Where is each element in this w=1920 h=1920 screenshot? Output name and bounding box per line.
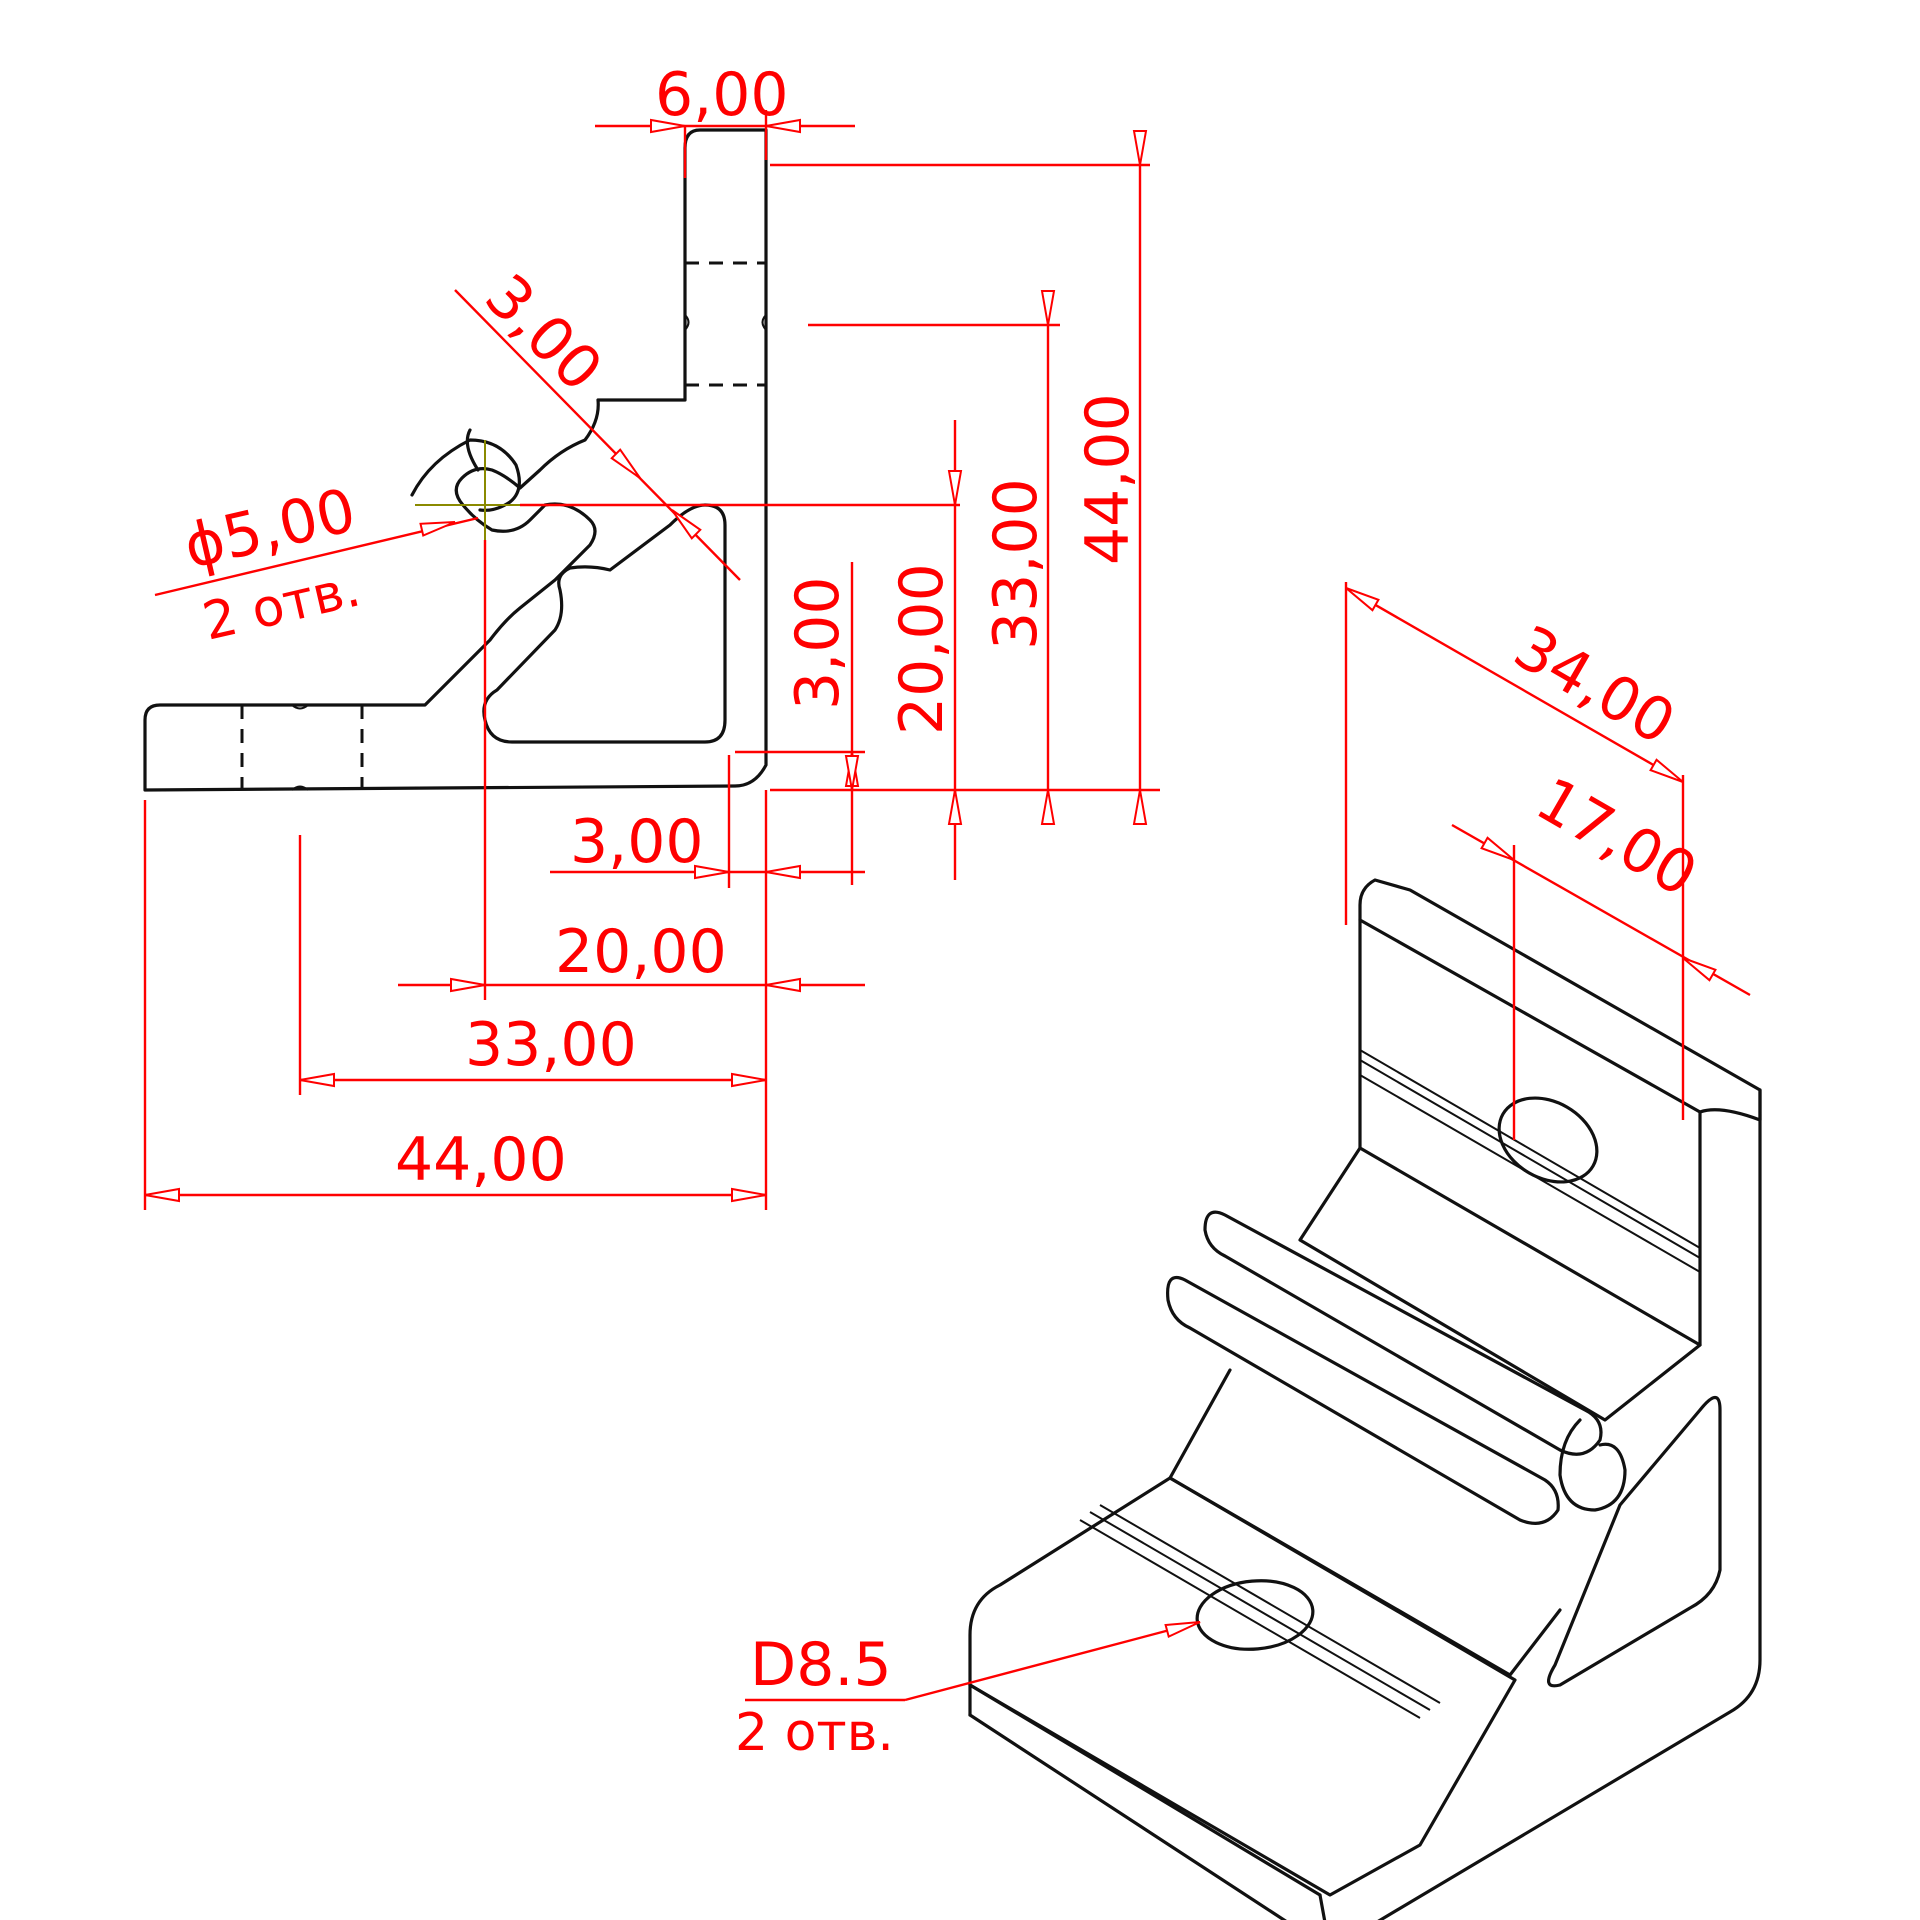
dimension-arrow (1041, 290, 1055, 326)
iso-inner-web (1298, 1146, 1702, 1422)
dimension-arrow (765, 865, 801, 879)
hook-feature (410, 428, 521, 512)
dimension-arrow (948, 789, 962, 825)
dimension-arrow (610, 448, 646, 484)
dimension-arrow (731, 1073, 767, 1087)
iso-rail-upper (1203, 1210, 1603, 1456)
dimension-arrow (1041, 789, 1055, 825)
iso-wall-groove (1359, 1049, 1701, 1249)
dimension-arrow (1133, 789, 1147, 825)
dim-label-iso-hole-position: 17,00 (1525, 764, 1709, 911)
iso-hole-upper (1497, 1096, 1599, 1184)
vertical-leg-notch (684, 314, 767, 331)
iso-base-groove (1089, 1511, 1431, 1711)
dim-label-fillet-radius: 3,00 (471, 261, 615, 405)
dim-label-height-overall: 44,00 (1073, 393, 1143, 565)
dim-label-width-33: 33,00 (465, 1010, 637, 1080)
dimension-arrow (1649, 758, 1687, 789)
dim-label-height-33: 33,00 (981, 478, 1051, 650)
dimension-arrow (450, 978, 486, 992)
iso-wall-groove (1359, 1059, 1701, 1259)
iso-inner-pocket (1547, 1395, 1722, 1688)
iso-base-edge (968, 1683, 1322, 1897)
dim-label-iso-hole-count: 2 отв. (735, 1703, 894, 1763)
iso-view (968, 878, 1762, 1920)
dim-label-height-3: 3,00 (783, 576, 853, 710)
iso-base-front-edge (1318, 1893, 1327, 1920)
iso-hole-lower (1195, 1579, 1315, 1651)
horizontal-leg-notch (291, 704, 309, 791)
iso-base-groove (1099, 1504, 1441, 1704)
iso-wall-right-edge (1377, 1088, 1762, 1920)
front-view-dimensions: 6,00 3,00 ϕ5,00 2 отв. 44,00 33,00 20,00 (143, 60, 1160, 1210)
iso-vertical-wall (1358, 918, 1702, 1347)
iso-base-plate (968, 1476, 1517, 1897)
dim-label-width-20: 20,00 (555, 917, 727, 987)
inner-pocket (482, 503, 727, 744)
iso-hook-curl (1558, 1418, 1627, 1512)
front-view (143, 128, 768, 792)
dimension-arrow (765, 978, 801, 992)
dim-label-height-20: 20,00 (887, 563, 957, 735)
dimension-arrow (144, 1188, 180, 1202)
dimension-arrow (1342, 581, 1380, 612)
dimension-arrow (419, 515, 458, 537)
dimension-arrow (948, 470, 962, 506)
bracket-profile-outline (143, 128, 768, 792)
dimension-arrow (1133, 130, 1147, 166)
iso-view-dimensions: 34,00 17,00 D8.5 2 отв. (735, 581, 1751, 1763)
iso-base-bottom-edge (968, 1713, 1287, 1920)
dimension-arrow (731, 1188, 767, 1202)
dim-label-top-width: 6,00 (655, 60, 789, 130)
dim-label-iso-length: 34,00 (1503, 612, 1687, 759)
dim-label-width-3: 3,00 (570, 807, 704, 877)
dim-label-iso-hole-diameter: D8.5 (750, 1630, 892, 1700)
iso-rail-lower (1166, 1275, 1560, 1525)
dimension-arrow (1480, 836, 1518, 867)
iso-base-groove (1079, 1519, 1421, 1719)
dimension-arrow (299, 1073, 335, 1087)
dim-label-width-overall: 44,00 (395, 1125, 567, 1195)
